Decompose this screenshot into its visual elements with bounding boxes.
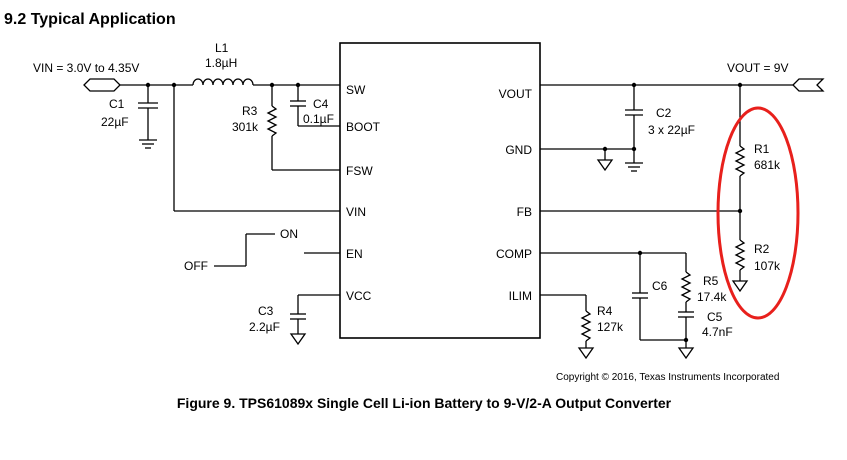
resistor-r4 xyxy=(540,294,595,360)
r1-name: R1 xyxy=(754,142,770,156)
resistor-r3 xyxy=(266,85,340,171)
c4-value: 0.1µF xyxy=(303,112,334,126)
gnd-symbol xyxy=(596,159,614,172)
l1-value: 1.8µH xyxy=(205,56,237,70)
r3-value: 301k xyxy=(232,120,259,134)
switch-on-label: ON xyxy=(280,227,298,241)
c2-name: C2 xyxy=(656,106,672,120)
pin-gnd: GND xyxy=(505,143,532,157)
c2-value: 3 x 22µF xyxy=(648,123,695,137)
r2-name: R2 xyxy=(754,242,770,256)
r4-name: R4 xyxy=(597,304,613,318)
vin-connector xyxy=(83,78,121,92)
pin-en: EN xyxy=(346,247,363,261)
ic-body xyxy=(339,42,541,339)
pin-fsw: FSW xyxy=(346,164,373,178)
inductor-l1 xyxy=(192,78,254,86)
r5-name: R5 xyxy=(703,274,719,288)
c1-value: 22µF xyxy=(101,115,129,129)
capacitor-c1 xyxy=(138,85,158,149)
pin-ilim: ILIM xyxy=(509,289,532,303)
c3-value: 2.2µF xyxy=(249,320,280,334)
c5-name: C5 xyxy=(707,310,723,324)
vin-label: VIN = 3.0V to 4.35V xyxy=(33,61,139,75)
r4-value: 127k xyxy=(597,320,624,334)
copyright-text: Copyright © 2016, Texas Instruments Inco… xyxy=(556,372,779,383)
pin-vout: VOUT xyxy=(499,87,533,101)
pin-vin: VIN xyxy=(346,205,366,219)
pin-vcc: VCC xyxy=(346,289,372,303)
pin-fb: FB xyxy=(517,205,532,219)
capacitor-c6 xyxy=(632,253,686,341)
highlight-ellipse xyxy=(716,106,800,320)
section-title: 9.2 Typical Application xyxy=(4,11,176,28)
vout-connector xyxy=(792,78,825,92)
c6-name: C6 xyxy=(652,279,668,293)
resistor-r5 xyxy=(680,253,692,312)
resistor-r2 xyxy=(731,239,749,293)
c4-name: C4 xyxy=(313,97,329,111)
r3-name: R3 xyxy=(242,104,258,118)
pin-boot: BOOT xyxy=(346,120,381,134)
capacitor-c4 xyxy=(290,85,340,127)
c5-value: 4.7nF xyxy=(702,325,733,339)
r2-value: 107k xyxy=(754,259,781,273)
vout-label: VOUT = 9V xyxy=(727,61,788,75)
pin-comp: COMP xyxy=(496,247,532,261)
pin-sw: SW xyxy=(346,83,366,97)
capacitor-c3 xyxy=(289,294,340,346)
c3-name: C3 xyxy=(258,304,274,318)
resistor-r1 xyxy=(734,85,746,240)
capacitor-c2 xyxy=(625,85,643,172)
l1-name: L1 xyxy=(215,41,229,55)
capacitor-c5 xyxy=(677,311,695,360)
switch-off-label: OFF xyxy=(184,259,208,273)
c1-name: C1 xyxy=(109,97,125,111)
enable-switch xyxy=(214,233,340,267)
figure-caption: Figure 9. TPS61089x Single Cell Li-ion B… xyxy=(177,395,672,411)
r1-value: 681k xyxy=(754,158,781,172)
r5-value: 17.4k xyxy=(697,290,727,304)
